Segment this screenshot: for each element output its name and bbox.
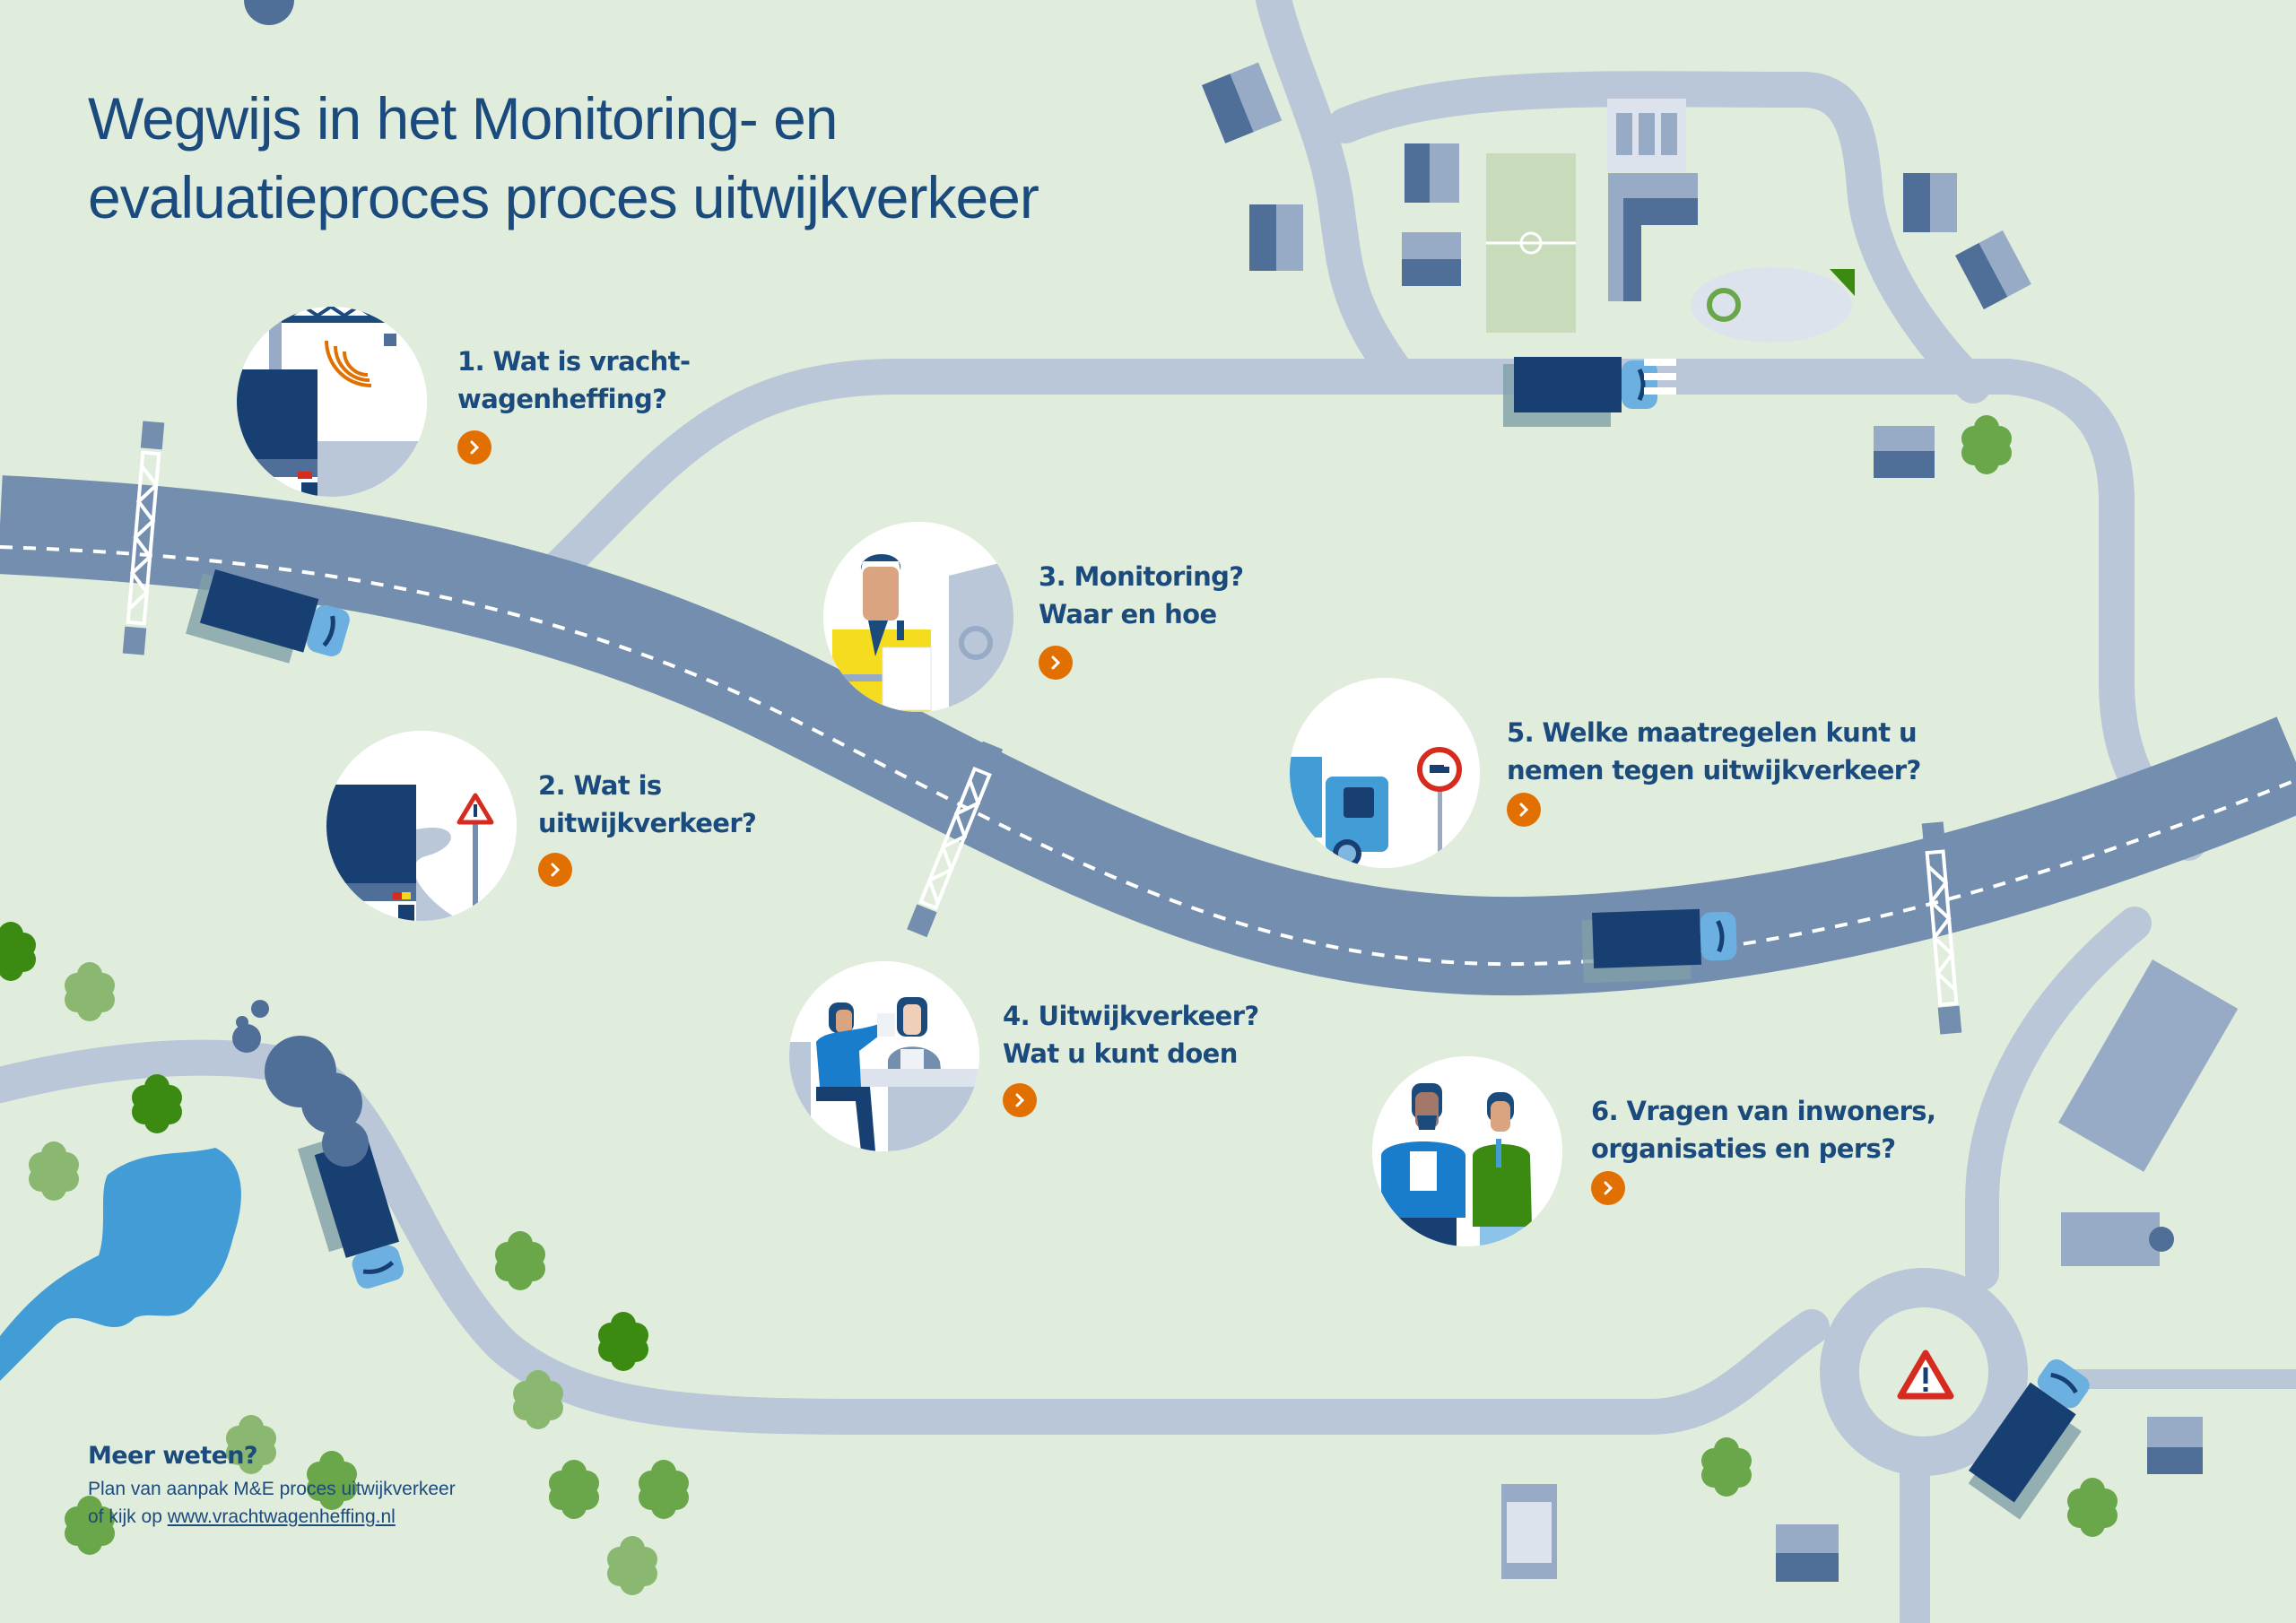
title-line-2: evaluatieproces proces uitwijkverkeer	[88, 164, 1039, 230]
more-info-heading: Meer weten?	[88, 1442, 258, 1470]
truck-village	[1503, 357, 1657, 427]
page-title: Wegwijs in het Monitoring- en evaluatiep…	[88, 79, 1039, 237]
toll-gantry-sensor-truck-icon	[237, 307, 427, 497]
warning-sign-icon	[1897, 1350, 1954, 1400]
pond	[0, 1148, 241, 1381]
chevron-right-icon	[551, 863, 561, 877]
step-4-title[interactable]: 4. Uitwijkverkeer? Wat u kunt doen	[1003, 1001, 1259, 1069]
toll-gantries	[122, 421, 1962, 1035]
playground	[1691, 267, 1852, 343]
more-info-block: Meer weten? Plan van aanpak M&E proces u…	[88, 1442, 456, 1531]
spokesperson-and-reporter-icon	[1372, 1056, 1562, 1246]
truck-prohibition-sign-icon	[1290, 678, 1480, 868]
exhaust-smoke	[232, 0, 369, 1167]
chevron-right-icon	[1519, 803, 1529, 817]
motorway	[0, 475, 2296, 996]
houses-east	[1501, 959, 2239, 1582]
step-3-title[interactable]: 3. Monitoring? Waar en hoe	[1039, 561, 1244, 629]
website-link[interactable]: www.vrachtwagenheffing.nl	[167, 1506, 396, 1527]
step-2-title[interactable]: 2. Wat is uitwijkverkeer?	[538, 770, 757, 838]
warning-sign-winding-road-truck-icon	[326, 731, 517, 921]
chevron-right-icon	[470, 440, 480, 455]
chevron-right-icon	[1051, 655, 1061, 670]
more-info-line-1: Plan van aanpak M&E proces uitwijkverkee…	[88, 1479, 456, 1499]
step-6-title[interactable]: 6. Vragen van inwoners, organisaties en …	[1591, 1096, 1936, 1164]
step-3-arrow-button[interactable]	[1039, 646, 1073, 680]
title-line-1: Wegwijs in het Monitoring- en	[88, 85, 839, 152]
two-people-meeting-at-desk-icon	[789, 961, 979, 1151]
step-5-arrow-button[interactable]	[1507, 793, 1541, 827]
step-2-arrow-button[interactable]	[538, 853, 572, 887]
village	[1202, 62, 2031, 478]
step-5-title[interactable]: 5. Welke maatregelen kunt u nemen tegen …	[1507, 717, 1921, 785]
step-1-arrow-button[interactable]	[457, 430, 491, 464]
more-info-line-2: of kijk op www.vrachtwagenheffing.nl	[88, 1506, 396, 1527]
step-6-arrow-button[interactable]	[1591, 1171, 1625, 1205]
step-4-arrow-button[interactable]	[1003, 1083, 1037, 1117]
inspector-with-clipboard-truck-icon	[823, 522, 1013, 712]
chevron-right-icon	[1015, 1093, 1025, 1107]
chevron-right-icon	[1604, 1181, 1613, 1195]
step-1-title[interactable]: 1. Wat is vracht- wagenheffing?	[457, 346, 691, 414]
